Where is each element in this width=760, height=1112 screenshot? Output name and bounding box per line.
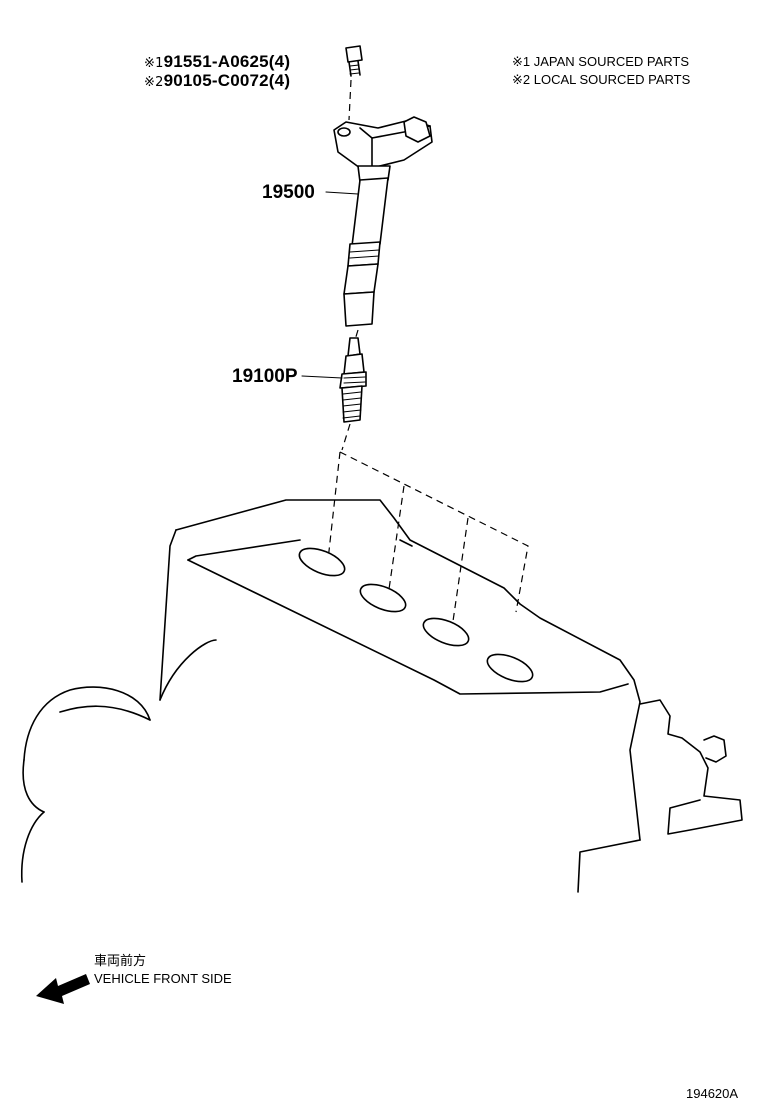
legend-note-local: ※2 LOCAL SOURCED PARTS <box>512 72 691 87</box>
leader-line-coil <box>325 191 359 195</box>
bolt-drawing <box>345 45 363 121</box>
legend-note-japan: ※1 JAPAN SOURCED PARTS <box>512 54 690 69</box>
bolt-part-number-2: ※290105-C0072(4) <box>144 71 290 91</box>
bolt-part-number-text-2: 90105-C0072(4) <box>163 71 291 90</box>
spark-plug-part-number: 19100P <box>232 366 298 387</box>
arrow-left-down-icon <box>36 974 90 1004</box>
engine-block-drawing <box>20 499 743 893</box>
bolt-part-number-1: ※191551-A0625(4) <box>144 52 290 72</box>
ignition-coil-part-number: 19500 <box>262 182 315 203</box>
guide-lines <box>327 451 529 629</box>
direction-label-jp: 車両前方 <box>94 953 147 968</box>
direction-label-en: VEHICLE FRONT SIDE <box>94 971 232 986</box>
spark-plug-drawing <box>339 337 367 451</box>
ignition-coil-drawing <box>333 116 433 341</box>
bolt-part-number-text-1: 91551-A0625(4) <box>163 52 291 71</box>
bolt-alt-mark-1: ※1 <box>144 56 164 71</box>
leader-line-plug <box>301 375 343 379</box>
diagram-id: 194620A <box>686 1086 739 1101</box>
bolt-alt-mark-2: ※2 <box>144 75 164 90</box>
